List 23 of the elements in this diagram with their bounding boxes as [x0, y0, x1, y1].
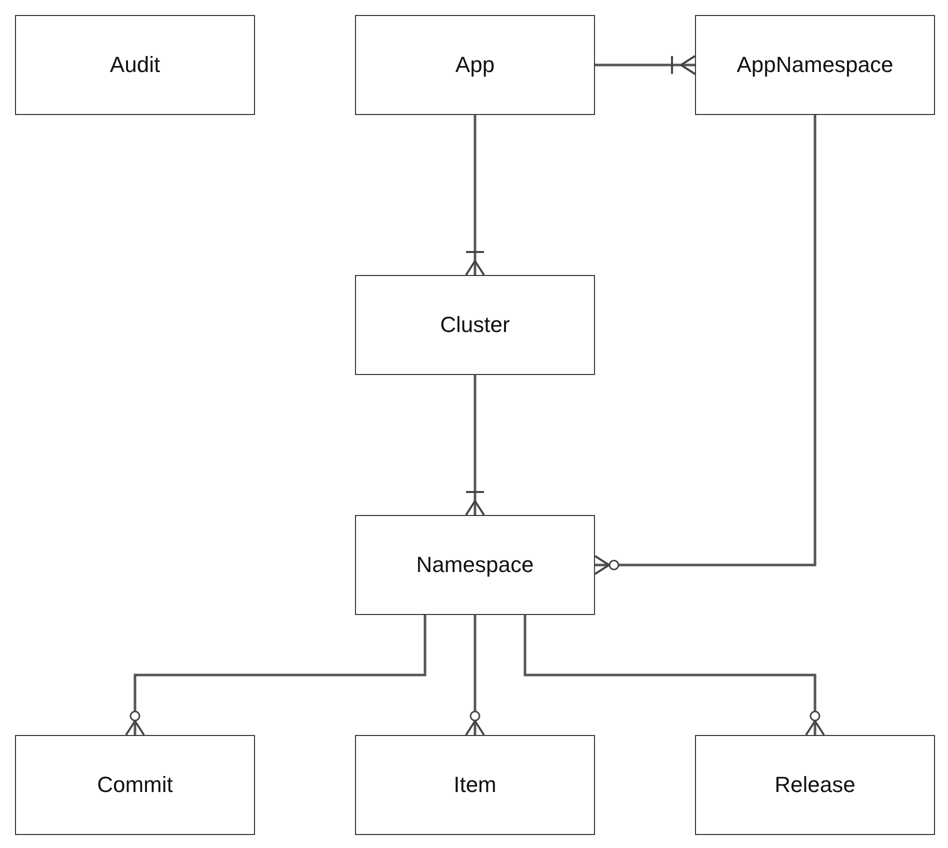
entity-name: Audit: [110, 52, 160, 78]
entity-box: [355, 275, 595, 375]
entity-name: App: [455, 52, 495, 78]
entity-name: Commit: [97, 772, 173, 798]
entity-box: [15, 735, 255, 835]
entity-name: Cluster: [440, 312, 510, 338]
relationship-line: [595, 55, 696, 75]
entity-box: [355, 735, 595, 835]
entity-box: [355, 15, 595, 115]
entity-name: AppNamespace: [736, 52, 894, 78]
relationship-line: [125, 615, 426, 736]
relationship-line: [594, 115, 816, 575]
entity-box: [695, 15, 935, 115]
entity-box: [15, 15, 255, 115]
entity-name: Item: [454, 772, 496, 798]
relationship-line: [524, 615, 825, 736]
entity-box: [355, 515, 595, 615]
entity-box: [695, 735, 935, 835]
relationship-line: [465, 615, 485, 736]
entity-name: Namespace: [416, 552, 534, 578]
relationship-line: [465, 115, 485, 276]
entity-name: Release: [774, 772, 856, 798]
relationship-line: [465, 375, 485, 516]
